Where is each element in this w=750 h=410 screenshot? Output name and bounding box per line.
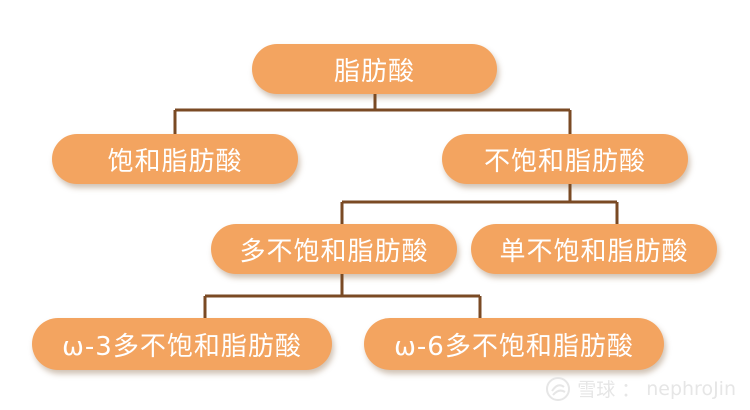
node-fatty-acid: 脂肪酸: [252, 44, 497, 94]
connector-lines: [173, 90, 619, 318]
node-unsaturated-fatty-acid-label: 不饱和脂肪酸: [483, 146, 646, 177]
node-monounsaturated-fatty-acid: 单不饱和脂肪酸: [471, 224, 717, 274]
watermark-brand: 雪球: [577, 379, 616, 401]
watermark: 雪球 ： nephroJin: [545, 375, 736, 402]
connector-poly: [203, 272, 482, 318]
node-unsaturated-fatty-acid: 不饱和脂肪酸: [442, 134, 688, 184]
node-omega6-fatty-acid: ω-6多不饱和脂肪酸: [364, 318, 664, 370]
node-omega6-fatty-acid-label: ω-6多不饱和脂肪酸: [394, 331, 634, 362]
node-polyunsaturated-fatty-acid-label: 多不饱和脂肪酸: [239, 236, 429, 267]
node-saturated-fatty-acid-label: 饱和脂肪酸: [107, 146, 243, 177]
watermark-separator: ：: [621, 379, 641, 401]
watermark-user: nephroJin: [646, 377, 736, 400]
node-saturated-fatty-acid: 饱和脂肪酸: [52, 134, 298, 184]
node-omega3-fatty-acid: ω-3多不饱和脂肪酸: [32, 318, 332, 370]
node-omega3-fatty-acid-label: ω-3多不饱和脂肪酸: [62, 331, 302, 362]
node-fatty-acid-label: 脂肪酸: [333, 56, 415, 87]
connector-root: [173, 90, 572, 135]
node-polyunsaturated-fatty-acid: 多不饱和脂肪酸: [211, 224, 457, 274]
node-monounsaturated-fatty-acid-label: 单不饱和脂肪酸: [499, 236, 689, 267]
connector-unsaturated: [340, 182, 619, 224]
snowball-logo-icon: [546, 376, 571, 401]
